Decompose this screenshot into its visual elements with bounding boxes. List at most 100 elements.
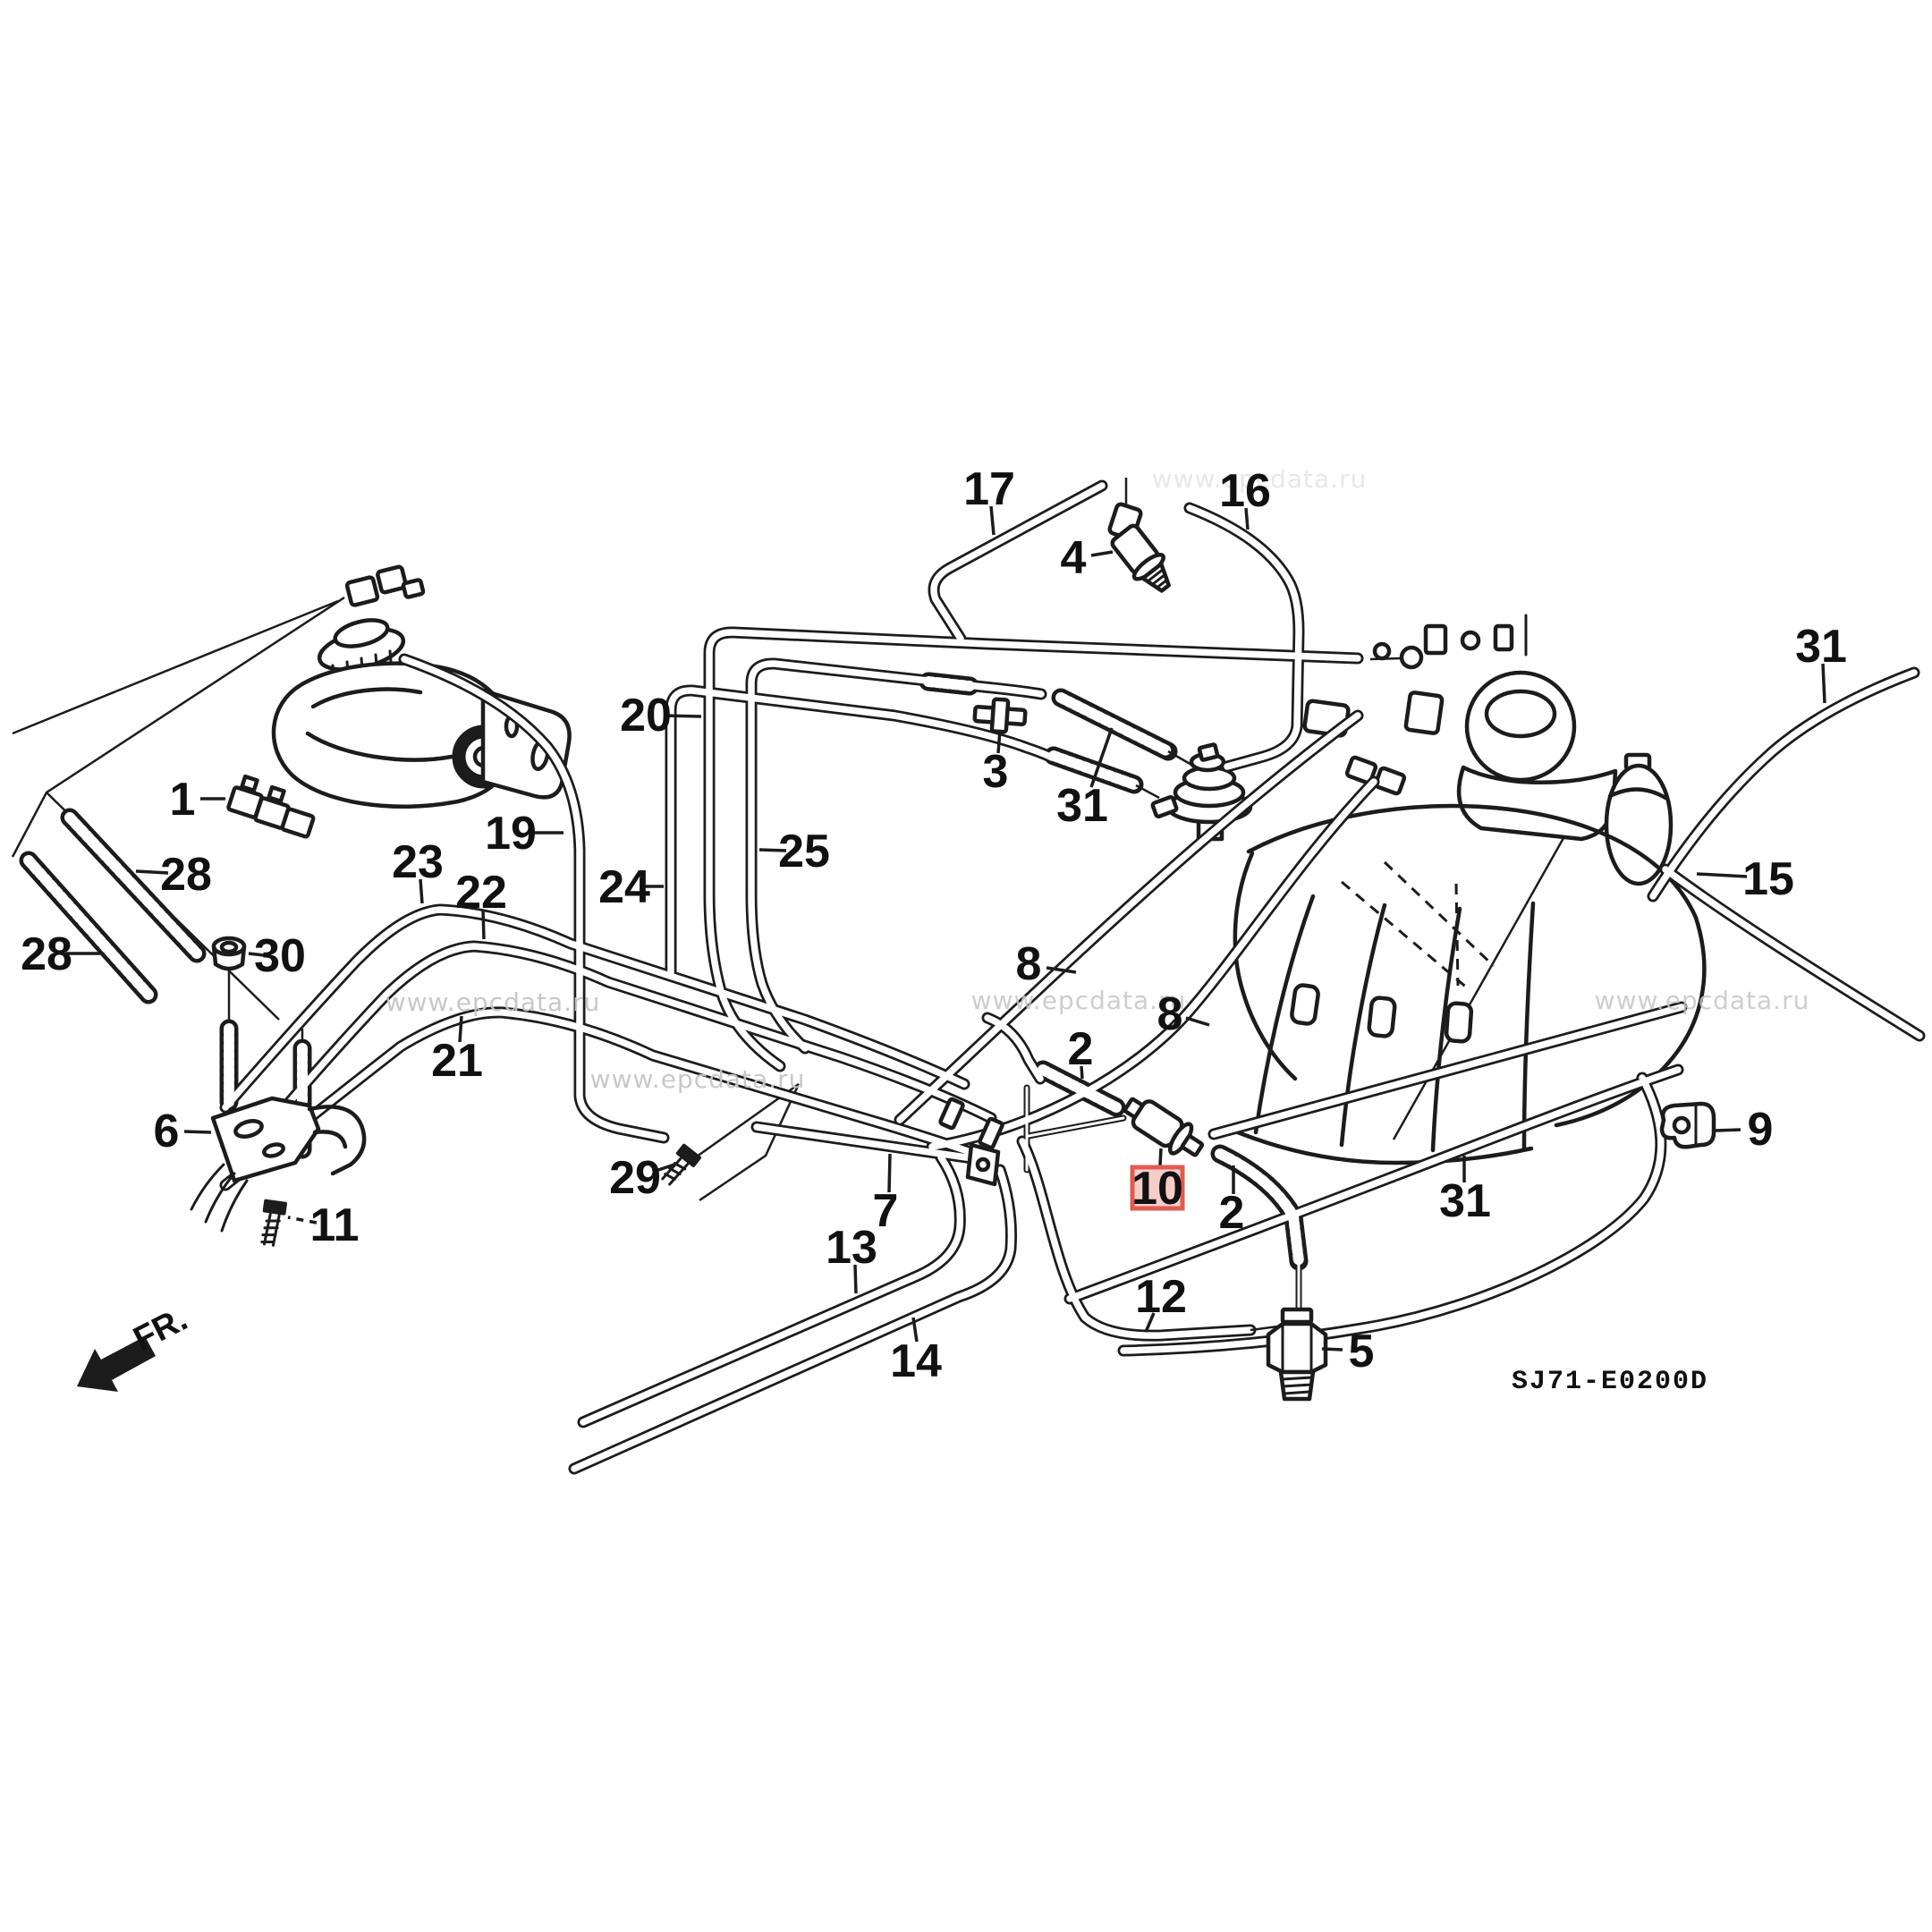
- hose-core: [1649, 669, 1918, 900]
- part-number-text: 23: [392, 836, 444, 888]
- hose-core: [580, 1154, 964, 1426]
- leader-line: [1144, 1312, 1156, 1333]
- part-label-28[interactable]: 28: [135, 849, 212, 901]
- hose-core: [748, 660, 1045, 1052]
- part-label-22[interactable]: 22: [455, 867, 507, 940]
- part-label-30[interactable]: 30: [248, 930, 306, 982]
- hose-core: [23, 855, 154, 1000]
- part-number-text: 28: [160, 849, 212, 901]
- engine-components: [226, 564, 1707, 1165]
- part-number-text: 2: [1219, 1187, 1245, 1239]
- leader-line: [1821, 663, 1826, 704]
- throttle-body: [1302, 614, 1674, 886]
- part-label-4[interactable]: 4: [1061, 532, 1114, 584]
- leader-line: [853, 1264, 858, 1294]
- part-1-joint-block: [226, 774, 316, 839]
- hoses-layer: [19, 479, 1926, 1475]
- part-label-10[interactable]: 10: [1130, 1148, 1185, 1215]
- leader-line: [419, 878, 424, 904]
- part-number-text: 30: [254, 930, 306, 982]
- part-label-1[interactable]: 1: [170, 774, 225, 826]
- left-valve-assembly: [271, 564, 572, 809]
- part-label-31[interactable]: 31: [1795, 621, 1847, 704]
- hose-core: [706, 629, 1361, 1070]
- part-label-12[interactable]: 12: [1135, 1271, 1187, 1333]
- part-number-text: 21: [431, 1035, 483, 1087]
- part-label-20[interactable]: 20: [620, 690, 702, 741]
- part-number-text: 20: [620, 690, 672, 741]
- part-label-11[interactable]: 11: [287, 1199, 359, 1251]
- highlight-box: [1130, 1165, 1185, 1211]
- part-label-16[interactable]: 16: [1219, 465, 1271, 530]
- part-5-sensor: [1266, 1307, 1328, 1402]
- leader-line: [287, 1216, 318, 1224]
- part-label-15[interactable]: 15: [1696, 853, 1794, 905]
- part-number-text: 3: [983, 746, 1009, 798]
- part-number-text: 13: [826, 1222, 877, 1274]
- leader-line: [996, 729, 1002, 754]
- hose-core: [1048, 750, 1140, 790]
- part-number-text: 8: [1157, 988, 1183, 1040]
- part-label-28[interactable]: 28: [21, 928, 100, 980]
- hose-core: [1215, 1148, 1304, 1267]
- part-label-7[interactable]: 7: [873, 1153, 899, 1237]
- part-number-text: 29: [609, 1152, 661, 1204]
- part-number-text: 12: [1135, 1271, 1187, 1323]
- part-number-text: 31: [1439, 1175, 1491, 1227]
- part-label-24[interactable]: 24: [598, 861, 664, 913]
- part-code: SJ71-E0200D: [1512, 1367, 1708, 1397]
- part-number-text: 7: [873, 1185, 899, 1237]
- hose-core: [1210, 1004, 1685, 1138]
- hose-core: [571, 1166, 1015, 1472]
- leader-line: [1090, 550, 1114, 557]
- hoses-core-layer: [23, 482, 1923, 1472]
- watermark: www.epcdata.ru: [971, 986, 1187, 1015]
- part-number-text: 31: [1795, 621, 1847, 673]
- leader-line: [248, 952, 265, 957]
- part-number-text: 9: [1748, 1104, 1774, 1156]
- hose-core: [1019, 1138, 1254, 1339]
- part-label-17[interactable]: 17: [963, 463, 1015, 536]
- hose-core: [1055, 692, 1174, 757]
- hose-core: [1038, 1064, 1122, 1113]
- part-6-bracket: [190, 1096, 367, 1233]
- hose-core: [896, 712, 1361, 1123]
- leader-line: [1158, 1148, 1163, 1166]
- part-number-text: 31: [1056, 780, 1108, 832]
- part-label-29[interactable]: 29: [609, 1152, 675, 1204]
- hose-core: [984, 1014, 1044, 1082]
- part-label-13[interactable]: 13: [826, 1222, 877, 1294]
- part-number-text: 25: [778, 826, 830, 877]
- leader-line: [458, 1015, 463, 1043]
- part-label-3[interactable]: 3: [983, 729, 1009, 798]
- fr-direction: FR.: [77, 1301, 193, 1392]
- part-label-2[interactable]: 2: [1219, 1165, 1245, 1239]
- part-label-31[interactable]: 31: [1439, 1156, 1491, 1227]
- part-number-text: 15: [1742, 853, 1794, 905]
- part-10-valve: [1123, 1097, 1205, 1157]
- intake-manifold: [1233, 755, 1707, 1165]
- part-label-8[interactable]: 8: [1016, 938, 1077, 990]
- part-label-6[interactable]: 6: [154, 1106, 212, 1157]
- part-label-23[interactable]: 23: [392, 836, 444, 904]
- part-label-25[interactable]: 25: [758, 826, 830, 877]
- leader-line: [481, 909, 486, 940]
- hose-core: [1027, 1116, 1125, 1138]
- part-label-5[interactable]: 5: [1321, 1326, 1374, 1377]
- part-number-text: 17: [963, 463, 1015, 515]
- part-label-21[interactable]: 21: [431, 1015, 483, 1087]
- part-label-9[interactable]: 9: [1715, 1104, 1774, 1156]
- part-label-8[interactable]: 8: [1157, 988, 1210, 1040]
- part-4-check-valve: [1107, 502, 1171, 593]
- leader-line: [1321, 1347, 1343, 1352]
- watermark: www.epcdata.ru: [1595, 986, 1810, 1015]
- part-9-clamp: [1659, 1101, 1716, 1149]
- part-label-14[interactable]: 14: [890, 1317, 942, 1387]
- part-label-2[interactable]: 2: [1068, 1023, 1094, 1080]
- part-number-text: 28: [21, 928, 72, 980]
- part-label-19[interactable]: 19: [485, 808, 564, 860]
- part-label-31[interactable]: 31: [1056, 727, 1114, 832]
